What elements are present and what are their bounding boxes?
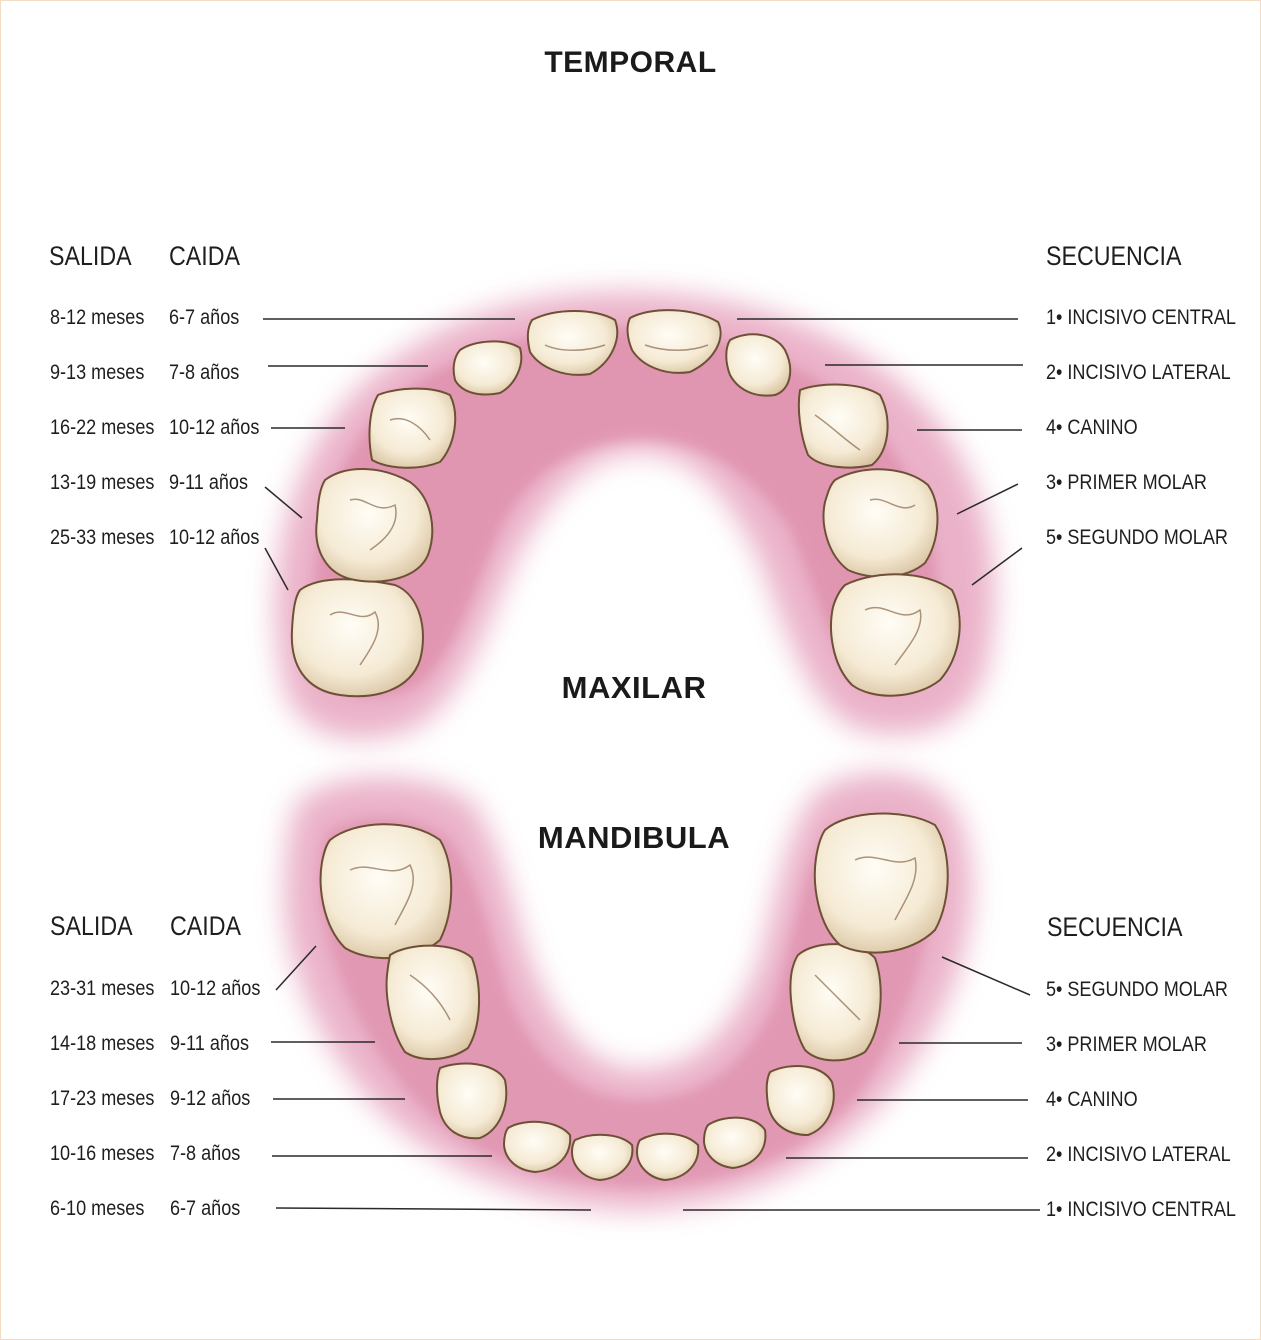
upper-row-secuencia: 3• PRIMER MOLAR bbox=[1046, 471, 1207, 495]
lower-left-first-molar bbox=[387, 946, 479, 1059]
upper-row-caida: 6-7 años bbox=[169, 306, 239, 330]
lower-row-secuencia: 2• INCISIVO LATERAL bbox=[1046, 1143, 1231, 1167]
upper-caida-header: CAIDA bbox=[169, 241, 240, 272]
lower-row-salida: 17-23 meses bbox=[50, 1087, 154, 1111]
lower-secuencia-header: SECUENCIA bbox=[1047, 912, 1182, 943]
lower-row-salida: 6-10 meses bbox=[50, 1197, 144, 1221]
upper-row-caida: 10-12 años bbox=[169, 526, 259, 550]
lower-row-caida: 7-8 años bbox=[170, 1142, 240, 1166]
upper-row-caida: 9-11 años bbox=[169, 471, 248, 495]
upper-row-secuencia: 5• SEGUNDO MOLAR bbox=[1046, 526, 1228, 550]
upper-row-secuencia: 4• CANINO bbox=[1046, 416, 1138, 440]
upper-left-first-molar bbox=[316, 469, 432, 582]
upper-row-salida: 16-22 meses bbox=[50, 416, 154, 440]
upper-row-secuencia: 1• INCISIVO CENTRAL bbox=[1046, 306, 1236, 330]
lower-row-caida: 9-12 años bbox=[170, 1087, 250, 1111]
upper-row-secuencia: 2• INCISIVO LATERAL bbox=[1046, 361, 1231, 385]
upper-salida-header: SALIDA bbox=[49, 241, 132, 272]
lower-row-salida: 14-18 meses bbox=[50, 1032, 154, 1056]
lower-row-secuencia: 5• SEGUNDO MOLAR bbox=[1046, 978, 1228, 1002]
upper-row-caida: 10-12 años bbox=[169, 416, 259, 440]
upper-right-canine bbox=[799, 385, 888, 468]
lower-arch-label: MANDIBULA bbox=[0, 820, 1261, 856]
upper-row-salida: 25-33 meses bbox=[50, 526, 154, 550]
lower-row-salida: 23-31 meses bbox=[50, 977, 154, 1001]
upper-left-canine bbox=[370, 389, 456, 468]
upper-row-salida: 9-13 meses bbox=[50, 361, 144, 385]
lower-row-secuencia: 1• INCISIVO CENTRAL bbox=[1046, 1198, 1236, 1222]
lower-left-canine bbox=[437, 1064, 506, 1139]
lower-row-caida: 10-12 años bbox=[170, 977, 260, 1001]
lower-caida-header: CAIDA bbox=[170, 911, 241, 942]
lower-row-caida: 6-7 años bbox=[170, 1197, 240, 1221]
lower-row-salida: 10-16 meses bbox=[50, 1142, 154, 1166]
upper-row-caida: 7-8 años bbox=[169, 361, 239, 385]
upper-row-salida: 8-12 meses bbox=[50, 306, 144, 330]
upper-row-salida: 13-19 meses bbox=[50, 471, 154, 495]
upper-right-first-molar bbox=[824, 469, 938, 576]
upper-secuencia-header: SECUENCIA bbox=[1046, 241, 1181, 272]
page-title: TEMPORAL bbox=[0, 46, 1261, 80]
lower-row-secuencia: 3• PRIMER MOLAR bbox=[1046, 1033, 1207, 1057]
lower-right-first-molar bbox=[791, 944, 881, 1060]
lower-row-caida: 9-11 años bbox=[170, 1032, 249, 1056]
lower-row-secuencia: 4• CANINO bbox=[1046, 1088, 1138, 1112]
lower-salida-header: SALIDA bbox=[50, 911, 133, 942]
upper-arch-label: MAXILAR bbox=[0, 670, 1261, 706]
